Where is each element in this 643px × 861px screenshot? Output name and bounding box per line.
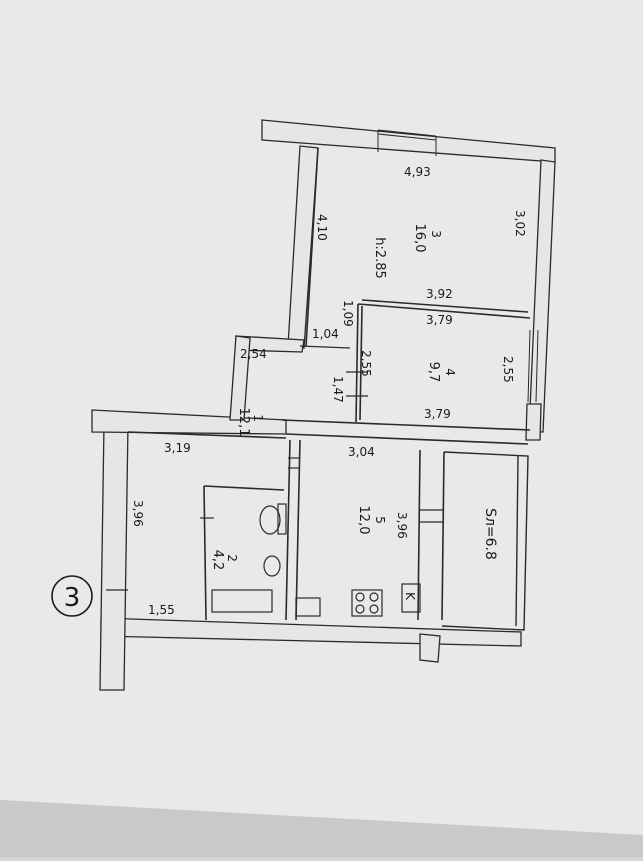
dimension-labels: 4,93 4,10 3,02 3,92 1,09 3,79 1,04 2,54 …	[131, 165, 527, 617]
room-labels: h:2.85 3 16,0 4 9,7 1 12,1 5 12,0 2 4,2 …	[210, 224, 498, 602]
toilet-tank	[277, 503, 287, 535]
dimension-label: 3,02	[513, 210, 527, 237]
kitchen-cabinet	[401, 583, 421, 613]
dimension-label: 3,79	[426, 313, 453, 327]
dimension-label: 3,79	[424, 407, 451, 421]
dimension-label: 1,47	[331, 376, 345, 403]
dimension-label: 3,04	[348, 445, 375, 459]
dimension-label: 2,55	[359, 350, 373, 377]
ceiling-height-label: h:2.85	[372, 237, 387, 279]
balcony-door	[527, 329, 539, 403]
dimension-label: 3,19	[164, 441, 191, 455]
kitchen-sink	[295, 597, 321, 617]
room-4-number: 4	[443, 368, 457, 376]
door-marks	[106, 345, 444, 591]
room-4-area: 9,7	[426, 362, 441, 383]
window-top	[377, 129, 437, 156]
room-5-area: 12,0	[356, 506, 371, 535]
room-1-area: 12,1	[236, 408, 251, 437]
balcony-outline	[441, 451, 529, 631]
room-2-area: 4,2	[210, 550, 225, 571]
balcony-area-label: Sл=6.8	[482, 508, 498, 560]
dimension-label: 4,93	[404, 165, 431, 179]
dimension-label: 4,10	[315, 214, 329, 241]
room-1-number: 1	[251, 414, 265, 422]
dimension-label: 3,96	[395, 512, 409, 539]
room-3-number: 3	[429, 230, 443, 238]
table-surface	[0, 800, 643, 857]
exterior-walls	[91, 119, 556, 691]
dimension-label: 3,96	[131, 500, 145, 527]
dimension-label: 2,55	[501, 356, 515, 383]
dimension-label: 3,92	[426, 287, 453, 301]
toilet-icon	[259, 505, 281, 535]
plan-number-badge: 3	[51, 575, 93, 617]
room-2-number: 2	[225, 554, 239, 562]
kitchen-mark: K	[403, 592, 417, 601]
plan-number: 3	[64, 583, 81, 613]
stove-icon	[351, 589, 383, 617]
kitchen-fixtures	[295, 583, 421, 617]
sink-icon	[263, 555, 281, 577]
bathroom-fixtures	[211, 503, 287, 613]
room-5-number: 5	[373, 516, 387, 524]
dimension-label: 1,55	[148, 603, 175, 617]
dimension-label: 1,04	[312, 327, 339, 341]
dimension-label: 1,09	[341, 300, 355, 327]
bathtub	[211, 589, 273, 613]
interior-walls	[127, 147, 531, 621]
dimension-label: 2,54	[240, 347, 267, 361]
room-3-area: 16,0	[412, 224, 427, 253]
